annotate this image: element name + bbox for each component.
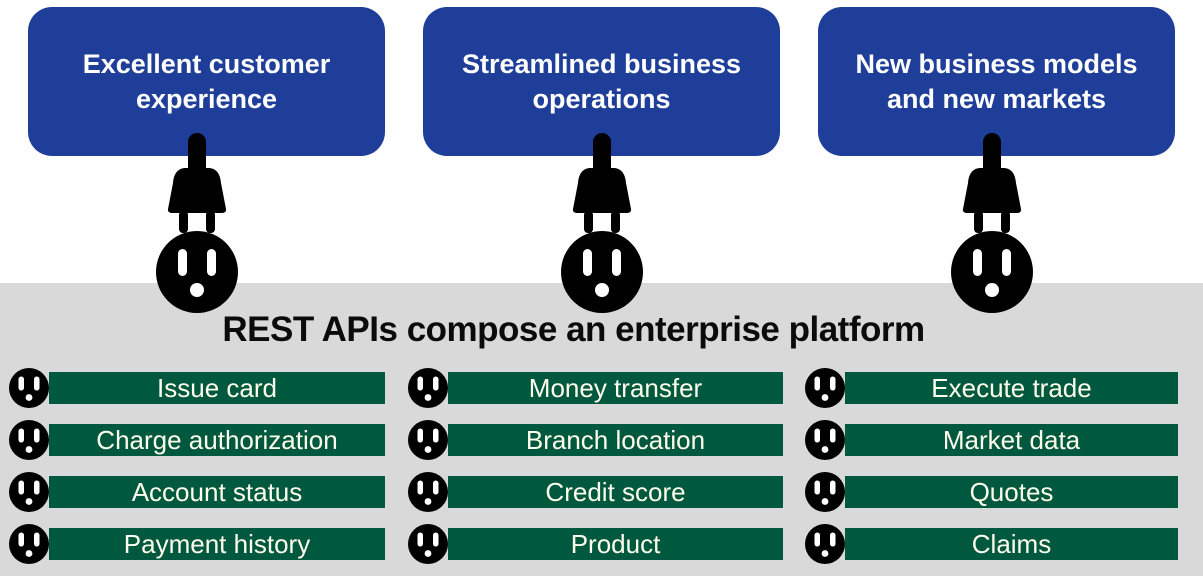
api-bar: Account status: [49, 476, 385, 508]
power-outlet-icon: [805, 420, 845, 460]
api-column-1: Issue card Charge authorization Account …: [9, 368, 385, 564]
api-bar: Quotes: [845, 476, 1178, 508]
api-label: Quotes: [969, 477, 1054, 507]
api-column-3: Execute trade Market data Quotes Claims: [805, 368, 1178, 564]
power-outlet-icon: [9, 472, 49, 512]
api-label: Credit score: [545, 477, 686, 507]
benefit-label: Excellent customer experience: [82, 49, 331, 114]
api-label: Account status: [131, 477, 303, 507]
api-label: Charge authorization: [96, 425, 338, 455]
api-label: Product: [570, 529, 661, 559]
api-row: Charge authorization: [9, 420, 385, 460]
benefit-box-customer-experience: Excellent customer experience: [28, 7, 385, 156]
api-row: Claims: [805, 524, 1178, 564]
api-label: Issue card: [157, 373, 277, 403]
api-label: Claims: [971, 529, 1052, 559]
api-row: Branch location: [408, 420, 783, 460]
api-bar: Credit score: [448, 476, 783, 508]
api-label: Execute trade: [931, 373, 1092, 403]
power-plug-into-outlet-icon: [156, 133, 238, 313]
benefit-label: New business models and new markets: [855, 49, 1138, 114]
benefit-box-business-operations: Streamlined business operations: [423, 7, 780, 156]
platform-title: REST APIs compose an enterprise platform: [222, 310, 925, 349]
api-bar: Money transfer: [448, 372, 783, 404]
api-bar: Branch location: [448, 424, 783, 456]
power-outlet-icon: [805, 368, 845, 408]
api-bar: Issue card: [49, 372, 385, 404]
power-outlet-icon: [9, 420, 49, 460]
api-bar: Product: [448, 528, 783, 560]
api-row: Market data: [805, 420, 1178, 460]
api-row: Account status: [9, 472, 385, 512]
power-outlet-icon: [408, 368, 448, 408]
power-outlet-icon: [805, 472, 845, 512]
api-row: Issue card: [9, 368, 385, 408]
power-outlet-icon: [9, 368, 49, 408]
api-bar: Claims: [845, 528, 1178, 560]
power-outlet-icon: [408, 420, 448, 460]
api-column-2: Money transfer Branch location Credit sc…: [408, 368, 783, 564]
api-bar: Charge authorization: [49, 424, 385, 456]
api-row: Product: [408, 524, 783, 564]
api-bar: Payment history: [49, 528, 385, 560]
api-bar: Execute trade: [845, 372, 1178, 404]
api-row: Credit score: [408, 472, 783, 512]
api-label: Payment history: [123, 529, 311, 559]
api-label: Money transfer: [528, 373, 703, 403]
power-plug-into-outlet-icon: [561, 133, 643, 313]
power-plug-into-outlet-icon: [951, 133, 1033, 313]
benefit-box-new-markets: New business models and new markets: [818, 7, 1175, 156]
power-outlet-icon: [408, 472, 448, 512]
api-row: Execute trade: [805, 368, 1178, 408]
api-row: Quotes: [805, 472, 1178, 512]
benefit-label: Streamlined business operations: [461, 49, 742, 114]
power-outlet-icon: [805, 524, 845, 564]
api-row: Payment history: [9, 524, 385, 564]
api-bar: Market data: [845, 424, 1178, 456]
power-outlet-icon: [408, 524, 448, 564]
api-row: Money transfer: [408, 368, 783, 408]
api-label: Branch location: [525, 425, 706, 455]
api-label: Market data: [942, 425, 1081, 455]
power-outlet-icon: [9, 524, 49, 564]
